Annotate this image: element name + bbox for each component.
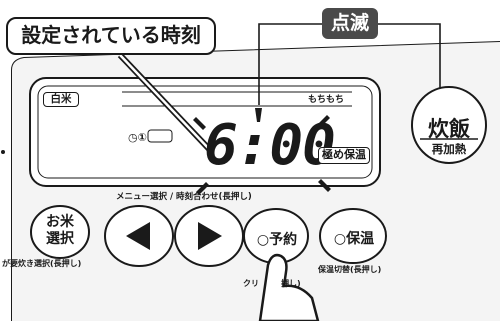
- clean-hint-tail: 押し): [281, 279, 301, 288]
- time-display: 6:00: [204, 113, 336, 178]
- keep-warm-hint: 保温切替(長押し): [318, 265, 382, 274]
- lcd-inner: [37, 85, 373, 179]
- rice-mode-label: 白米: [43, 92, 79, 107]
- blink-mark-bl: [196, 182, 209, 195]
- rinse-hint: が要炊き選択(長押し): [2, 259, 82, 268]
- left-arrow-icon: [126, 222, 150, 250]
- keepwarm-button-shape: [319, 208, 387, 264]
- rice-select-line2: 選択: [46, 231, 74, 247]
- current-time-callout: 設定されている時刻: [6, 17, 216, 55]
- blink-leader-left: [258, 23, 322, 105]
- right-arrow-icon: [198, 222, 222, 250]
- blink-mark-tl: [193, 117, 206, 130]
- blink-callout: 点滅: [322, 8, 378, 39]
- cook-button[interactable]: 炊飯: [428, 117, 470, 141]
- menu-hint: メニュー選択 / 時刻合わせ(長押し): [116, 192, 252, 202]
- timer-indicator: ◷①: [128, 131, 147, 144]
- cook-button-shape: [411, 86, 487, 164]
- keep-warm-button[interactable]: ○保温: [333, 231, 375, 247]
- callout-leader-inner: [119, 54, 211, 151]
- reserve-button[interactable]: ○予約: [256, 232, 298, 248]
- keep-warm-indicator: 極め保温: [318, 147, 370, 164]
- okome-button-shape: [30, 205, 90, 259]
- blink-mark-tr: [317, 115, 330, 128]
- panel-dot: [1, 150, 5, 154]
- rice-select-button[interactable]: お米 選択: [31, 214, 89, 248]
- rice-select-line1: お米: [46, 214, 74, 230]
- pointing-hand-icon: [258, 253, 320, 321]
- clean-hint: クリ 押し): [243, 278, 301, 289]
- blink-mark-t: [255, 108, 262, 122]
- texture-label: もちもち: [308, 95, 345, 105]
- blink-mark-br: [318, 179, 331, 192]
- reheat-label: 再加熱: [431, 142, 467, 156]
- timer-box: [147, 129, 173, 143]
- clean-hint-head: クリ: [243, 279, 259, 288]
- blink-leader-right: [378, 23, 441, 98]
